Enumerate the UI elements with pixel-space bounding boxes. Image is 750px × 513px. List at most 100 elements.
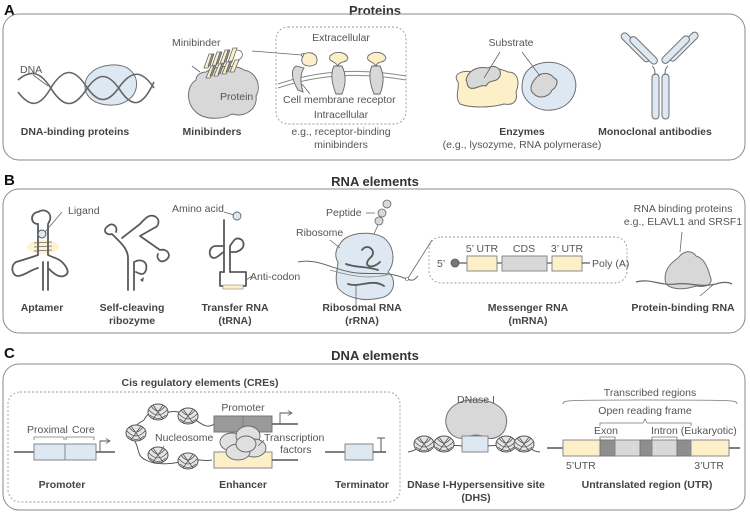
panel-b-frame [2,188,746,334]
ribozyme-label-2: ribozyme [109,315,155,327]
substrate-shape-2 [530,73,558,98]
utr-label: Untranslated region (UTR) [582,479,713,491]
dhs-label-1: DNase I-Hypersensitive site [407,479,545,491]
protein-blob [188,65,259,119]
exon-1 [599,439,616,457]
three-utr-box [551,255,583,272]
mrna-label-2: (mRNA) [508,315,547,327]
exon-label: Exon [594,425,618,437]
poly-a-label: Poly (A) [592,258,629,270]
cds-label: CDS [513,243,535,255]
enzymes-caption: (e.g., lysozyme, RNA polymerase) [443,139,602,151]
antibody-illustration [620,31,699,120]
rbp-label-2: e.g., ELAVL1 and SRSF1 [624,216,742,228]
protein-label: Protein [220,91,253,103]
panel-a-frame [2,13,746,161]
core-box [64,443,97,461]
three-utr-label: 3’ UTR [551,243,584,255]
receptor-binding-illustration: Extracellular Cell membrane receptor Int… [275,26,407,125]
monoclonal-antibodies-label: Monoclonal antibodies [598,126,712,138]
terminator-illustration [325,437,386,461]
panel-c-letter: C [4,345,15,362]
utr-illustration: Transcribed regions Open reading frame E… [547,387,740,472]
protein-binding-rna-label: Protein-binding RNA [631,302,735,314]
five-utr-label: 5’ UTR [466,243,499,255]
substrate-shape-1 [465,65,501,89]
panel-b-title: RNA elements [331,174,419,189]
amino-acid-label: Amino acid [172,203,224,215]
exon-2 [639,439,653,457]
terminator-label: Terminator [335,479,389,491]
three-utr-region [690,439,730,457]
transcription-label: Transcription [264,432,324,444]
ligand-label: Ligand [68,205,100,217]
five-utr-region [562,439,601,457]
cds-box [501,255,548,272]
nucleosome-3 [125,424,147,442]
ribosome-label: Ribosome [296,227,343,239]
dhs-nucleosome-1 [413,435,435,453]
rbp-label-1: RNA binding proteins [634,203,733,215]
panel-b-letter: B [4,172,15,189]
factors-label: factors [280,444,312,456]
cre-dotted-box [7,391,401,503]
intron-label: Intron (Eukaryotic) [651,425,737,437]
dhs-nucleosome-2 [433,435,455,453]
dnase-label: DNase I [457,394,495,406]
dna-label: DNA [20,64,42,76]
five-utr-text: 5’UTR [566,460,596,472]
nucleosome-label: Nucleosome [155,432,214,444]
intracellular-label: Intracellular [314,109,369,121]
enhancer-label: Enhancer [219,479,267,491]
minibinder-illustration: Minibinder Protein [172,37,305,119]
aptamer-label: Aptamer [21,302,64,314]
rrna-label-1: Ribosomal RNA [322,302,402,314]
nucleosome-1 [147,403,169,421]
dna-strand-2 [17,71,155,105]
promoter-label: Promoter [39,479,86,491]
terminator-box [344,443,374,461]
core-label: Core [72,424,95,436]
enzyme-illustration: Substrate [455,37,577,111]
dna-binding-protein-illustration: DNA [17,64,155,106]
dna-binding-proteins-label: DNA-binding proteins [21,126,130,138]
receptor-binding-caption-1: e.g., receptor-binding [291,126,390,138]
transcribed-regions-label: Transcribed regions [604,387,696,399]
dhs-label-2: (DHS) [461,492,490,504]
trna-label-2: (tRNA) [218,315,251,327]
enhancer-illustration: Promoter Nucleosome Transcription factor… [125,402,324,470]
aptamer-illustration: Ligand [11,205,100,291]
nucleosome-4 [147,446,169,464]
enzymes-label: Enzymes [499,126,545,138]
five-utr-box [466,255,498,272]
ribosome-illustration: Peptide Ribosome [296,199,433,308]
peptide-label: Peptide [326,207,362,219]
cell-membrane-receptor-label: Cell membrane receptor [283,94,396,106]
orf-label: Open reading frame [598,405,692,417]
five-prime-cap [450,258,460,268]
nucleosome-2 [177,407,199,425]
panel-a: A Proteins DNA DNA-binding proteins [2,2,746,161]
dhs-nucleosome-3 [495,435,517,453]
nucleosome-5 [177,452,199,470]
cre-subgroup-title: Cis regulatory elements (CREs) [122,377,279,389]
panel-a-title: Proteins [349,3,401,18]
intron-2 [651,439,678,457]
panel-b: B RNA elements Ligand Aptamer Self-cleav… [2,172,746,334]
mrna-illustration: 5’ 5’ UTR CDS 3’ UTR Poly (A) [428,236,629,284]
mrna-dotted-box [428,236,628,284]
dhs-nucleosome-4 [513,435,535,453]
promoter-illustration: Proximal Core [14,424,115,461]
exon-3 [676,439,692,457]
dhs-illustration: DNase I [407,394,541,453]
protein-binding-rna-illustration: RNA binding proteins e.g., ELAVL1 and SR… [624,203,742,297]
trna-label-1: Transfer RNA [201,302,269,314]
substrate-label: Substrate [489,37,534,49]
transcription-factors-shape [219,425,267,461]
rrna-label-2: (rRNA) [345,315,379,327]
extracellular-label: Extracellular [312,32,370,44]
panel-c-title: DNA elements [331,348,419,363]
minibinder-label: Minibinder [172,37,221,49]
receptor-binding-caption-2: minibinders [314,139,368,151]
